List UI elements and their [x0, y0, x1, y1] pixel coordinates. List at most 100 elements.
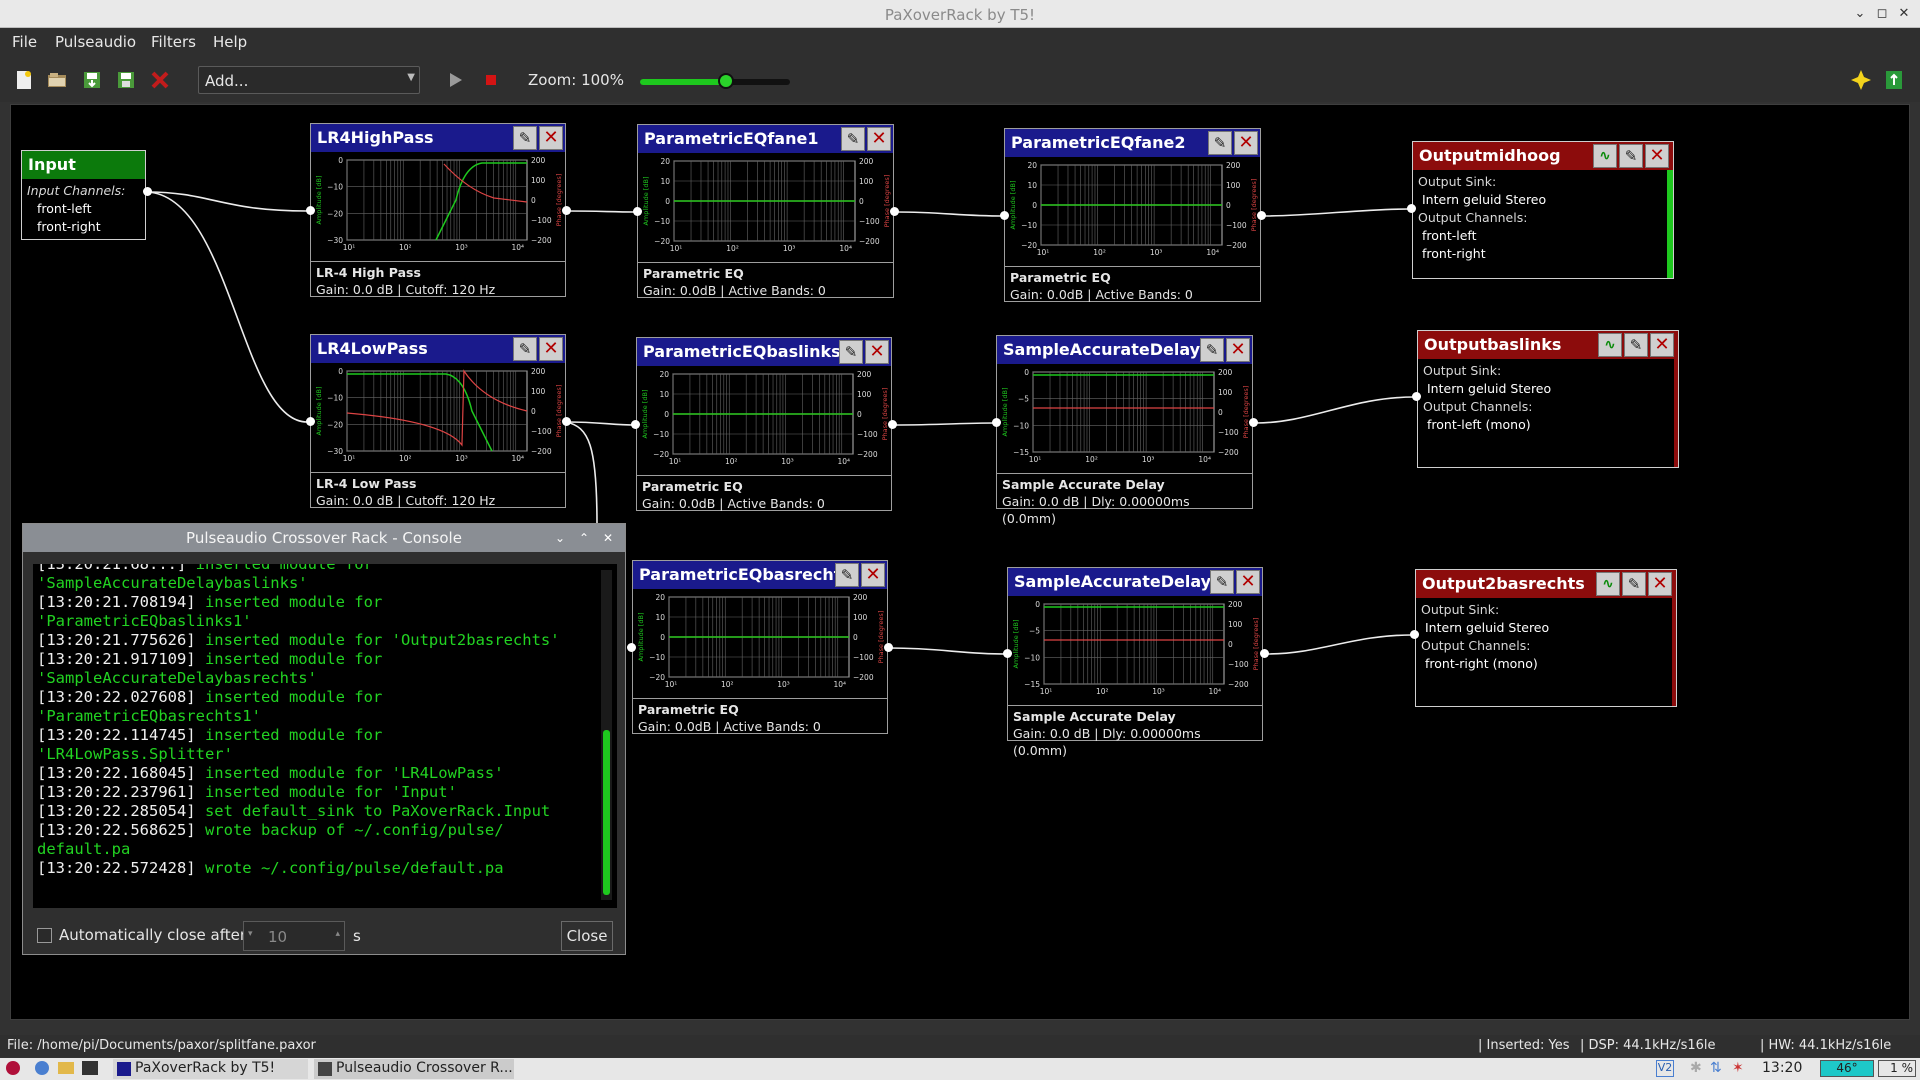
lr4lowpass-out-port[interactable]	[562, 417, 571, 426]
add-module-combo[interactable]: Add... ▼	[198, 66, 420, 94]
zoom-slider-handle[interactable]	[717, 73, 734, 89]
remove-icon[interactable]: ✕	[865, 340, 889, 364]
raspberry-menu-icon[interactable]	[6, 1061, 20, 1075]
console-log[interactable]: [13:20:21.68...] inserted module for'Sam…	[33, 564, 617, 908]
remove-icon[interactable]: ✕	[1648, 572, 1672, 596]
waveform-icon[interactable]: ∿	[1596, 572, 1620, 596]
sparkle-icon[interactable]	[1850, 69, 1872, 91]
edit-icon[interactable]: ✎	[1208, 131, 1232, 155]
folder-icon[interactable]	[58, 1062, 74, 1074]
output-basrechts-node[interactable]: Output2basrechts ∿ ✎ ✕ Output Sink: Inte…	[1415, 569, 1677, 707]
input-output-port[interactable]	[143, 187, 152, 196]
auto-close-checkbox[interactable]	[37, 928, 52, 943]
output-basrechts-in-port[interactable]	[1410, 630, 1419, 639]
remove-icon[interactable]: ✕	[1236, 570, 1260, 594]
minimize-icon[interactable]: ⌄	[555, 531, 566, 545]
output-midhoog-node[interactable]: Outputmidhoog ∿ ✎ ✕ Output Sink: Intern …	[1412, 141, 1674, 279]
save-icon[interactable]	[81, 69, 103, 91]
remove-icon[interactable]: ✕	[539, 337, 563, 361]
edit-icon[interactable]: ✎	[841, 127, 865, 151]
remove-icon[interactable]: ✕	[539, 126, 563, 150]
console-scrollbar[interactable]	[601, 570, 612, 900]
bluetooth-icon[interactable]: ✱	[1690, 1060, 1702, 1076]
edit-icon[interactable]: ✎	[839, 340, 863, 364]
menu-help[interactable]: Help	[213, 33, 248, 51]
console-dialog[interactable]: Pulseaudio Crossover Rack - Console ⌄ ⌃ …	[22, 523, 626, 955]
edit-icon[interactable]: ✎	[835, 563, 859, 587]
console-titlebar[interactable]: Pulseaudio Crossover Rack - Console ⌄ ⌃ …	[23, 524, 625, 552]
peq-baslinks-in-port[interactable]	[631, 420, 640, 429]
spin-up-icon[interactable]: ▴	[335, 929, 340, 939]
edit-icon[interactable]: ✎	[1200, 338, 1224, 362]
peq-fane1-out-port[interactable]	[890, 207, 899, 216]
waveform-icon[interactable]: ∿	[1593, 144, 1617, 168]
spin-down-icon[interactable]: ▾	[248, 929, 253, 939]
volume-icon[interactable]: ✶	[1732, 1060, 1744, 1076]
menu-pulseaudio[interactable]: Pulseaudio	[55, 33, 137, 51]
console-scrollbar-thumb[interactable]	[603, 730, 610, 895]
edit-icon[interactable]: ✎	[1624, 333, 1648, 357]
edit-icon[interactable]: ✎	[513, 337, 537, 361]
remove-icon[interactable]: ✕	[1234, 131, 1258, 155]
remove-icon[interactable]: ✕	[867, 127, 891, 151]
remove-icon[interactable]: ✕	[861, 563, 885, 587]
auto-close-spinbox[interactable]: ▾ 10 ▴	[243, 921, 345, 951]
edit-icon[interactable]: ✎	[1210, 570, 1234, 594]
vnc-icon[interactable]: V2	[1656, 1060, 1674, 1077]
lr4highpass-in-port[interactable]	[306, 206, 315, 215]
peq-basrechts-in-port[interactable]	[627, 643, 636, 652]
remove-icon[interactable]: ✕	[1226, 338, 1250, 362]
lr4lowpass-info: Gain: 0.0 dB | Cutoff: 120 Hz	[316, 493, 496, 508]
stop-icon[interactable]	[480, 69, 502, 91]
browser-icon[interactable]	[35, 1061, 49, 1075]
minimize-icon[interactable]: ⌄	[1854, 6, 1866, 21]
close-icon[interactable]: ✕	[1898, 6, 1910, 21]
open-file-icon[interactable]	[46, 69, 68, 91]
zoom-slider[interactable]	[640, 73, 790, 89]
peq-baslinks-out-port[interactable]	[888, 420, 897, 429]
maximize-icon[interactable]: ◻	[1876, 6, 1888, 21]
lr4highpass-out-port[interactable]	[562, 206, 571, 215]
close-icon[interactable]: ✕	[603, 531, 614, 545]
new-file-icon[interactable]	[13, 69, 35, 91]
peq-basrechts-out-port[interactable]	[884, 643, 893, 652]
output-baslinks-in-port[interactable]	[1412, 392, 1421, 401]
delete-icon[interactable]	[149, 69, 171, 91]
close-button[interactable]: Close	[561, 921, 613, 951]
save-as-icon[interactable]	[115, 69, 137, 91]
menu-file[interactable]: File	[12, 33, 38, 51]
input-node[interactable]: Input Input Channels: front-left front-r…	[21, 150, 146, 240]
peq-fane2-in-port[interactable]	[1000, 211, 1009, 220]
task-paxoverrack[interactable]: PaXoverRack by T5!	[113, 1059, 308, 1079]
peq-fane2-out-port[interactable]	[1257, 211, 1266, 220]
exit-icon[interactable]	[1883, 69, 1905, 91]
task-console[interactable]: Pulseaudio Crossover R...	[314, 1059, 514, 1079]
delay-basrechts-in-port[interactable]	[1003, 649, 1012, 658]
network-icon[interactable]: ⇅	[1710, 1060, 1722, 1076]
delay-baslinks-out-port[interactable]	[1249, 418, 1258, 427]
edit-icon[interactable]: ✎	[1619, 144, 1643, 168]
edit-icon[interactable]: ✎	[1622, 572, 1646, 596]
menu-filters[interactable]: Filters	[151, 33, 196, 51]
lr4lowpass-in-port[interactable]	[306, 417, 315, 426]
maximize-icon[interactable]: ⌃	[579, 531, 590, 545]
peq-fane1-in-port[interactable]	[633, 207, 642, 216]
output-baslinks-node[interactable]: Outputbaslinks ∿ ✎ ✕ Output Sink: Intern…	[1417, 330, 1679, 468]
play-icon[interactable]	[444, 69, 466, 91]
waveform-icon[interactable]: ∿	[1598, 333, 1622, 357]
output-midhoog-in-port[interactable]	[1407, 204, 1416, 213]
edit-icon[interactable]: ✎	[513, 126, 537, 150]
delay-basrechts-out-port[interactable]	[1260, 649, 1269, 658]
remove-icon[interactable]: ✕	[1650, 333, 1674, 357]
remove-icon[interactable]: ✕	[1645, 144, 1669, 168]
delay-baslinks-in-port[interactable]	[992, 418, 1001, 427]
terminal-icon[interactable]	[82, 1061, 98, 1075]
